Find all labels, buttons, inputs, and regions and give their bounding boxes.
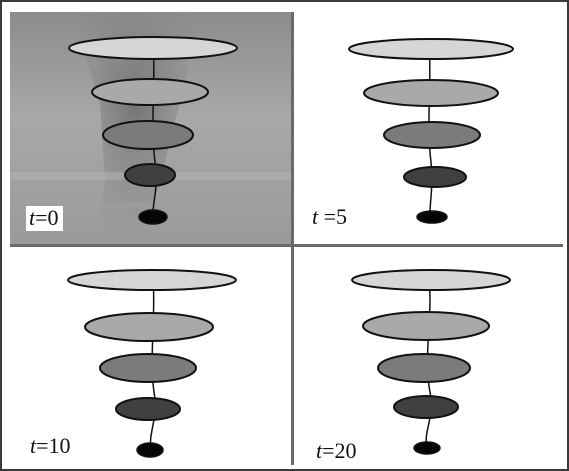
vortex-layer-3 — [378, 354, 470, 382]
panel-t5: t =5 — [294, 12, 563, 245]
panel-t10: t=10 — [10, 247, 292, 465]
time-label-t0: t=0 — [26, 206, 63, 231]
panel-t20: t=20 — [294, 247, 563, 465]
vortex-layer-3 — [384, 122, 480, 148]
vortex-diagram-t20 — [294, 247, 563, 465]
time-label-t10: t=10 — [30, 435, 71, 457]
vortex-layer-5 — [417, 211, 447, 223]
time-label-t20: t=20 — [316, 440, 357, 462]
vortex-layer-3 — [100, 354, 196, 382]
vortex-layer-4 — [404, 167, 466, 187]
vortex-layer-4 — [125, 164, 175, 186]
panel-t0: t=0 — [10, 12, 292, 245]
vortex-layer-2 — [363, 312, 489, 340]
vertical-divider — [291, 12, 294, 465]
vortex-layer-2 — [85, 313, 213, 341]
vortex-layer-4 — [394, 396, 458, 418]
vortex-layer-4 — [116, 398, 180, 420]
vortex-layer-2 — [92, 79, 208, 105]
vortex-layer-2 — [364, 80, 498, 106]
vortex-layer-5 — [137, 443, 163, 457]
vortex-layer-1 — [349, 39, 513, 59]
vortex-layer-1 — [68, 270, 236, 290]
horizontal-divider — [10, 244, 563, 247]
vortex-layer-5 — [139, 210, 167, 224]
vortex-layer-1 — [352, 270, 510, 290]
vortex-layer-3 — [103, 121, 193, 149]
time-label-t5: t =5 — [312, 206, 347, 228]
vortex-layer-1 — [69, 37, 237, 59]
vortex-layer-5 — [414, 442, 440, 454]
